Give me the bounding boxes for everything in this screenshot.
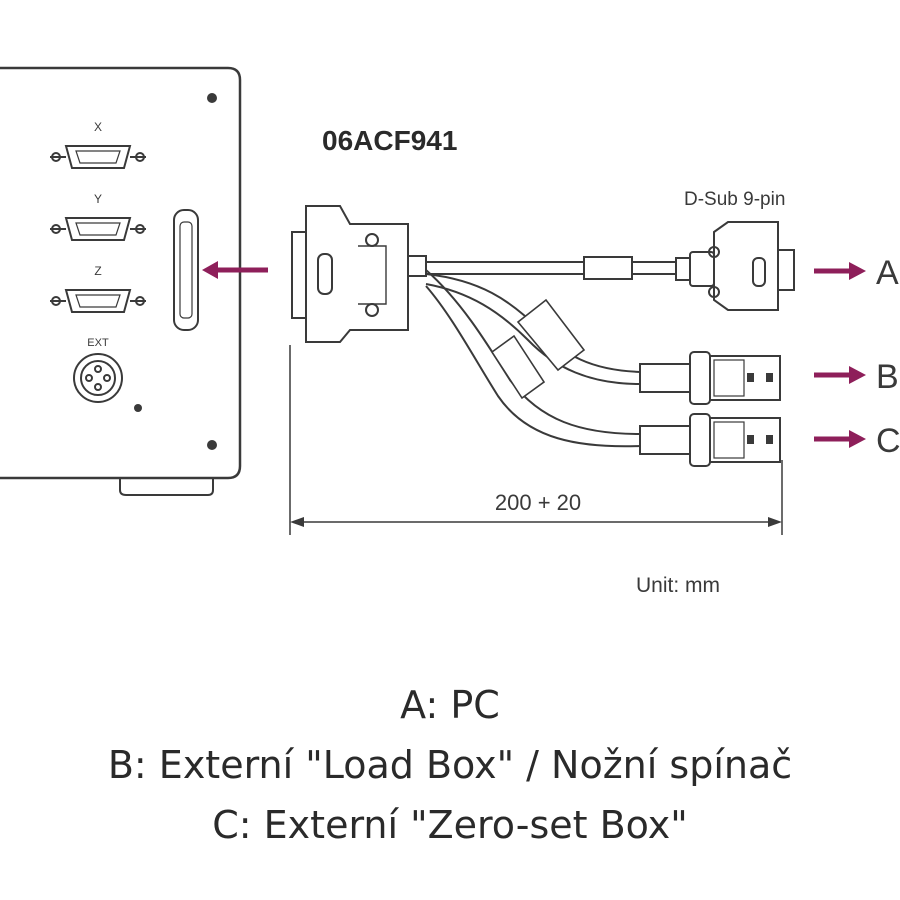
output-a: A: [814, 254, 899, 292]
main-connector: [291, 205, 427, 343]
dsub-label: D-Sub 9-pin: [684, 189, 785, 210]
output-c-label: C: [876, 422, 900, 460]
port-y-label: Y: [94, 192, 102, 206]
screw-icon: [207, 93, 217, 103]
cables: [425, 256, 676, 448]
legend-line-b: B: Externí "Load Box" / Nožní spínač: [107, 743, 793, 787]
unit-label: Unit: mm: [636, 574, 720, 597]
panel-connector: [173, 209, 199, 331]
port-z-label: Z: [94, 264, 101, 278]
legend-line-c: C: Externí "Zero-set Box": [212, 803, 688, 847]
output-c: C: [814, 422, 900, 460]
dimension-line: 200 + 20: [289, 345, 783, 535]
connector-b: [639, 351, 781, 405]
output-b: B: [814, 358, 899, 396]
port-z: Z: [50, 264, 146, 313]
device-panel: X Y Z EXT: [0, 66, 242, 496]
legend-line-a: A: PC: [400, 683, 500, 727]
output-a-label: A: [876, 254, 899, 292]
screw-icon: [134, 404, 142, 412]
dimension-value: 200 + 20: [495, 490, 581, 515]
connector-c: [639, 413, 781, 467]
port-y: Y: [50, 192, 146, 241]
round-connector: EXT: [73, 337, 123, 403]
screw-icon: [207, 440, 217, 450]
port-x-label: X: [94, 120, 102, 134]
port-ext-label: EXT: [87, 337, 109, 349]
input-arrow: [202, 261, 268, 279]
port-x: X: [50, 120, 146, 169]
part-number: 06ACF941: [322, 125, 457, 156]
output-b-label: B: [876, 358, 899, 396]
connector-a: D-Sub 9-pin: [675, 189, 795, 311]
cable-diagram: X Y Z EXT: [0, 66, 900, 597]
